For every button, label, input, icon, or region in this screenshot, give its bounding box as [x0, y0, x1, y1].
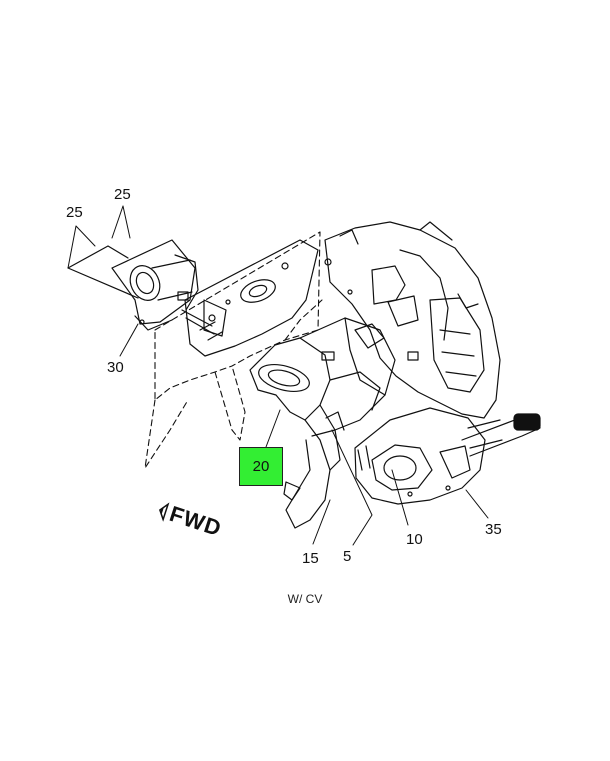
dash-panel-left: [184, 239, 319, 357]
turn-signal-lever: [461, 413, 541, 457]
column-body: [249, 317, 396, 529]
callout-30: 30: [107, 359, 124, 376]
callout-20: 20: [252, 458, 270, 475]
callout-20-highlight[interactable]: 20: [239, 447, 283, 486]
diagram-caption: W/ CV: [287, 592, 323, 606]
callout-5: 5: [343, 548, 352, 565]
phantom-panel: [144, 231, 323, 469]
upper-cowl: [324, 221, 501, 419]
callout-35: 35: [485, 521, 502, 538]
shaft-assembly: [67, 239, 227, 337]
arrow-icon: [158, 502, 170, 522]
lower-shroud: [354, 407, 486, 505]
callout-10: 10: [406, 531, 423, 548]
callout-15: 15: [302, 550, 319, 567]
callout-25-left: 25: [66, 204, 83, 221]
callout-25-right: 25: [114, 186, 131, 203]
leader-lines: [67, 205, 489, 546]
fwd-indicator: FWD: [154, 497, 225, 542]
